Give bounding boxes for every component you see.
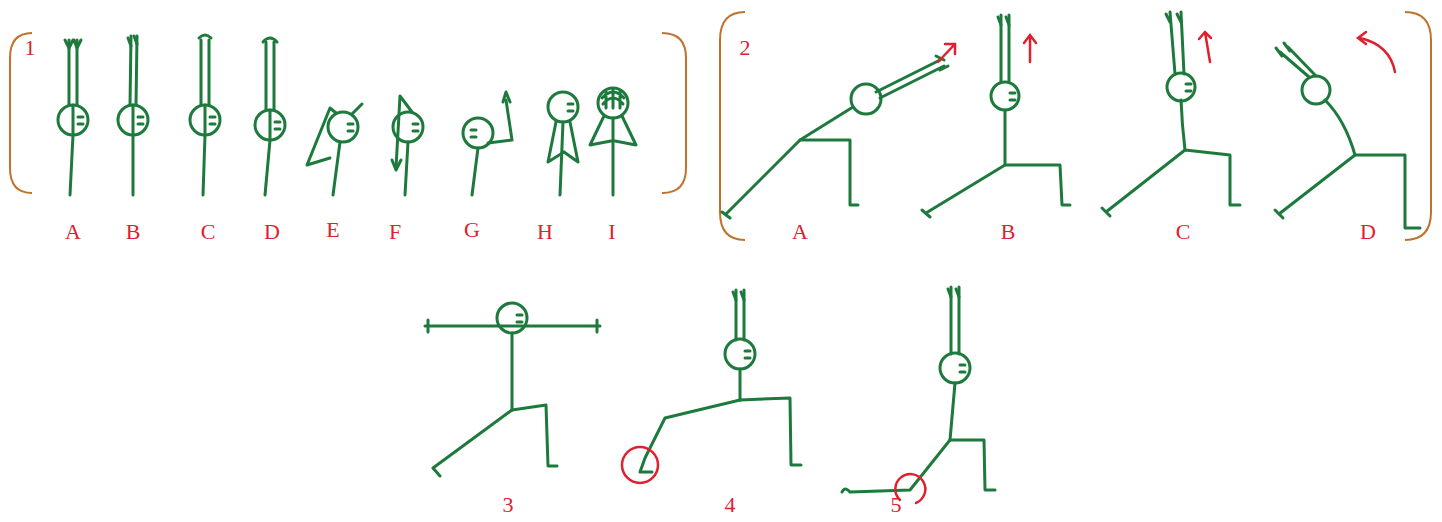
motion-arrow: [1358, 32, 1395, 72]
group-bracket: [10, 12, 1431, 240]
motion-arrow: [1199, 32, 1211, 62]
callout-letter: B: [126, 221, 141, 243]
callout-letter: G: [464, 219, 480, 241]
motion-arrow: [1024, 35, 1036, 62]
figure-number: 5: [891, 494, 902, 516]
figure-number: 4: [725, 494, 736, 516]
figure-number: 3: [503, 494, 514, 516]
stick-figure: [118, 36, 148, 195]
stick-figure: [425, 303, 600, 476]
highlight-circle: [622, 447, 658, 483]
stick-figure: [590, 88, 636, 195]
stick-figure: [1275, 43, 1420, 228]
callout-letter: A: [792, 221, 808, 243]
stick-figure: [1102, 12, 1240, 216]
stick-figure: [548, 92, 578, 195]
panel-number: 2: [740, 37, 751, 59]
callout-letter: F: [389, 221, 401, 243]
stick-figure: [922, 15, 1070, 217]
stick-figure: [58, 40, 88, 195]
stick-figure: [722, 56, 948, 218]
callout-letter: E: [326, 219, 339, 241]
callout-letter: C: [201, 221, 216, 243]
callout-letter: H: [537, 221, 553, 243]
callout-letter: D: [1360, 221, 1376, 243]
bracket: [662, 33, 686, 193]
callout-letter: D: [264, 221, 280, 243]
callout-letter: A: [65, 221, 81, 243]
stick-figure: [190, 35, 220, 195]
stick-figure: [255, 38, 285, 195]
callout-letter: I: [608, 221, 615, 243]
stick-figure: [392, 96, 423, 195]
motion-arrows: [622, 32, 1395, 503]
stick-figure: [842, 287, 995, 492]
callout-letter: B: [1001, 221, 1016, 243]
stick-figure: [463, 92, 512, 195]
bracket: [1405, 12, 1431, 240]
stick-figure: [307, 104, 362, 195]
motion-arrow: [938, 44, 955, 62]
stick-figure: [640, 290, 801, 472]
stick-figures: [58, 12, 1420, 492]
panel-number: 1: [25, 37, 36, 59]
callout-letter: C: [1176, 221, 1191, 243]
